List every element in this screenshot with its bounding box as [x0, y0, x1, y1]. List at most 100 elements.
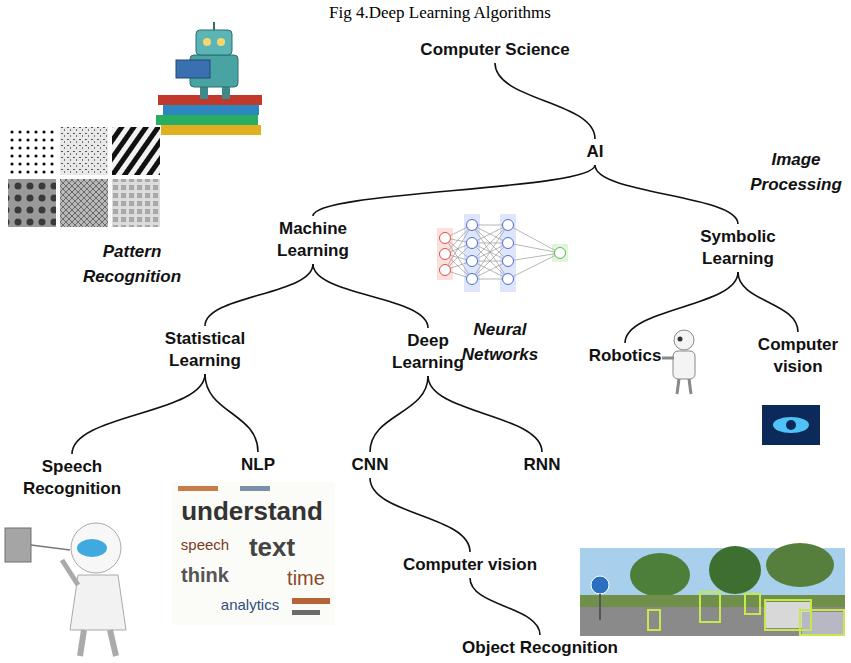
detection-box — [700, 592, 720, 622]
neuron — [503, 256, 514, 267]
term-text: Robotics — [589, 345, 662, 367]
tree-branch — [470, 578, 540, 635]
neuron — [503, 274, 514, 285]
tree-term: AI — [587, 141, 604, 163]
neuron — [503, 238, 514, 249]
term-text: Object Recognition — [462, 637, 618, 659]
tree-term: Statistical Learning — [155, 328, 255, 372]
cloud-word: text — [249, 533, 295, 563]
tree-branch — [370, 376, 428, 452]
term-text: Statistical Learning — [155, 328, 255, 372]
open-book — [176, 60, 210, 78]
tree-branch — [625, 272, 738, 343]
tree-branch — [313, 165, 595, 216]
robot-head — [71, 523, 121, 573]
tree-term: Speech Recognition — [17, 456, 127, 500]
tree — [709, 546, 761, 594]
robot-eye — [217, 38, 225, 46]
term-text: NLP — [241, 454, 275, 476]
neuron — [467, 220, 478, 231]
eye-shape — [773, 417, 809, 433]
pattern-tile — [112, 179, 160, 227]
eye-pupil — [786, 420, 796, 430]
tree-term: Deep Learning — [383, 330, 473, 374]
tree-branch — [313, 264, 428, 328]
tree-term: NLP — [241, 454, 275, 476]
term-text: Computer vision — [403, 554, 537, 576]
detection-box — [648, 610, 660, 630]
neuron — [440, 233, 451, 244]
word-mark — [292, 598, 330, 604]
term-text: AI — [587, 141, 604, 163]
cloud-word: speech — [181, 536, 229, 553]
layer-band — [500, 214, 516, 292]
robot-leg — [689, 379, 691, 394]
word-mark — [178, 486, 218, 491]
robot-body — [673, 351, 695, 379]
layer-band — [464, 214, 480, 292]
tree-term: CNN — [352, 454, 389, 476]
tree-branch — [205, 374, 258, 452]
tree — [630, 553, 690, 597]
robot-antenna — [213, 22, 215, 30]
tree-term: Symbolic Learning — [693, 226, 783, 270]
neuron — [503, 220, 514, 231]
network-links — [445, 225, 560, 279]
term-text: Computer Science — [420, 39, 569, 61]
word-mark — [240, 486, 270, 491]
term-text: Deep Learning — [383, 330, 473, 374]
robot-leg — [677, 379, 679, 394]
pattern-tile — [60, 127, 108, 175]
neuron — [440, 265, 451, 276]
tree-term: Object Recognition — [462, 637, 618, 659]
word-mark — [292, 610, 320, 615]
cloud-word: understand — [181, 497, 323, 527]
tree-branch — [428, 376, 542, 452]
robot-head — [674, 330, 694, 350]
detection-box — [800, 610, 844, 635]
cloud-word: time — [287, 567, 325, 590]
word-cloud — [172, 482, 335, 625]
tree-term: Computer vision — [403, 554, 537, 576]
layer-band — [552, 244, 568, 262]
tree-term: Robotics — [589, 345, 662, 367]
robot-leg — [80, 630, 84, 656]
term-text: RNN — [524, 454, 561, 476]
term-text: CNN — [352, 454, 389, 476]
tree-branch — [738, 272, 798, 332]
detection-box — [765, 600, 811, 630]
cloud-word: think — [181, 564, 229, 587]
tree-branch — [495, 63, 595, 139]
tree-branch — [370, 478, 470, 552]
neuron — [555, 248, 566, 259]
field-label: Neural Networks — [455, 317, 545, 367]
term-text: Symbolic Learning — [693, 226, 783, 270]
sign-pole — [599, 594, 601, 620]
tree-term: Computer vision — [756, 334, 841, 378]
robot-arm — [62, 560, 78, 585]
neuron — [440, 249, 451, 260]
road-sign — [591, 576, 609, 594]
book — [161, 125, 261, 135]
neuron — [467, 238, 478, 249]
tree-branch — [595, 165, 738, 224]
robot-head — [196, 30, 232, 55]
pattern-tile — [60, 179, 108, 227]
term-text: Computer vision — [756, 334, 841, 378]
robot-visor — [77, 539, 107, 557]
book — [163, 105, 259, 115]
robot-arm — [662, 357, 674, 360]
robot-eye — [678, 337, 683, 342]
tree-term: RNN — [524, 454, 561, 476]
string — [31, 545, 70, 550]
pattern-tile — [8, 179, 56, 227]
book — [158, 95, 262, 105]
tree-branch — [72, 374, 205, 454]
pattern-tile — [112, 127, 160, 175]
term-text: Machine Learning — [268, 218, 358, 262]
tin-can — [5, 528, 31, 562]
tree — [766, 543, 834, 587]
cloud-word: analytics — [221, 596, 279, 613]
tree-term: Computer Science — [420, 39, 569, 61]
